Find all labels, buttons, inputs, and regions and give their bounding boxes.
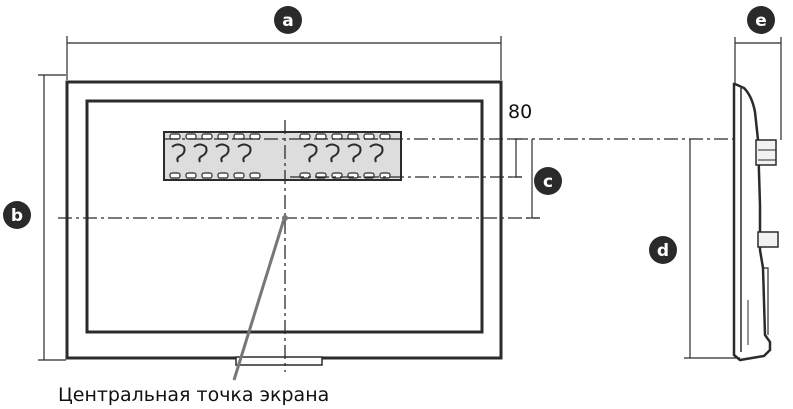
wall-bracket: [163, 131, 402, 181]
dimension-e: [734, 37, 782, 140]
dimension-a: [66, 36, 502, 80]
bracket-hooks: [171, 143, 384, 163]
center-lines: [58, 120, 740, 372]
center-point-caption: Центральная точка экрана: [58, 384, 329, 406]
tv-bottom-tab: [235, 356, 323, 366]
marker-a-label: a: [282, 11, 293, 31]
marker-e-label: e: [755, 11, 767, 31]
side-profile-outer: [732, 82, 772, 362]
marker-e-badge: [747, 6, 775, 34]
marker-b-badge: [3, 201, 31, 229]
dimension-80: [510, 138, 522, 178]
marker-b-label: b: [11, 206, 23, 226]
dimension-d: [684, 139, 740, 359]
tv-side-view: [732, 82, 779, 362]
side-mount-box-upper: [755, 139, 777, 166]
dimension-80-label: 80: [508, 101, 532, 123]
bracket-top-slots: [169, 133, 391, 140]
marker-d-badge: [649, 236, 677, 264]
dimension-c: [526, 139, 540, 219]
dimension-b: [38, 74, 66, 361]
caption-pointer-line: [232, 218, 286, 381]
marker-c-label: c: [543, 172, 553, 192]
side-mount-box-lower: [757, 231, 779, 248]
marker-d-label: d: [657, 241, 669, 261]
marker-c-badge: [534, 167, 562, 195]
marker-a-badge: [274, 6, 302, 34]
